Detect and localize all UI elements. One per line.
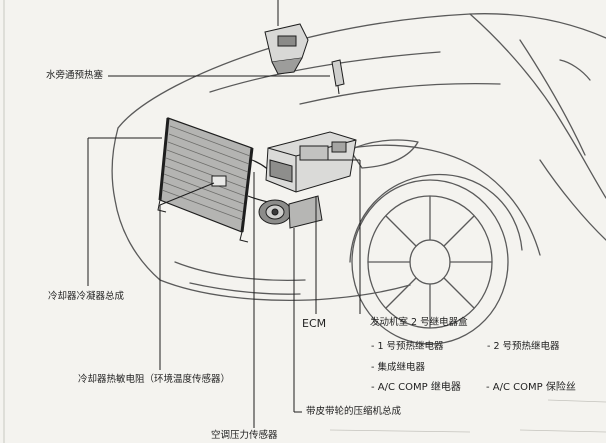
label-preheat-relay-1: - 1 号预热继电器: [371, 341, 444, 352]
engine-relay-box-component: [265, 131, 357, 193]
label-condenser-assembly: 冷却器冷凝器总成: [48, 291, 125, 302]
compressor-component: [258, 195, 323, 229]
label-cooler-thermistor: 冷却器热敏电阻（环境温度传感器）: [78, 374, 231, 385]
label-ac-comp-relay: - A/C COMP 继电器: [371, 382, 461, 393]
label-compressor-with-pulley: 带皮带轮的压缩机总成: [306, 406, 402, 417]
label-ac-comp-fuse: - A/C COMP 保险丝: [486, 382, 576, 393]
label-relay-box-title: 发动机室 2 号继电器盒: [370, 317, 468, 328]
label-ac-pressure-sensor: 空调压力传感器: [211, 430, 278, 441]
car-outline: [111, 13, 606, 345]
condenser-component: [157, 117, 254, 243]
label-water-bypass-plug: 水旁通预热塞: [46, 70, 104, 81]
label-integration-relay: - 集成继电器: [371, 362, 425, 373]
scan-artifacts: [329, 399, 606, 433]
label-ecm: ECM: [302, 317, 327, 330]
label-preheat-relay-2: - 2 号预热继电器: [487, 341, 560, 352]
bypass-plug-component: [331, 59, 345, 95]
cowl-component: [264, 23, 309, 75]
leader-lines: [87, 0, 361, 428]
